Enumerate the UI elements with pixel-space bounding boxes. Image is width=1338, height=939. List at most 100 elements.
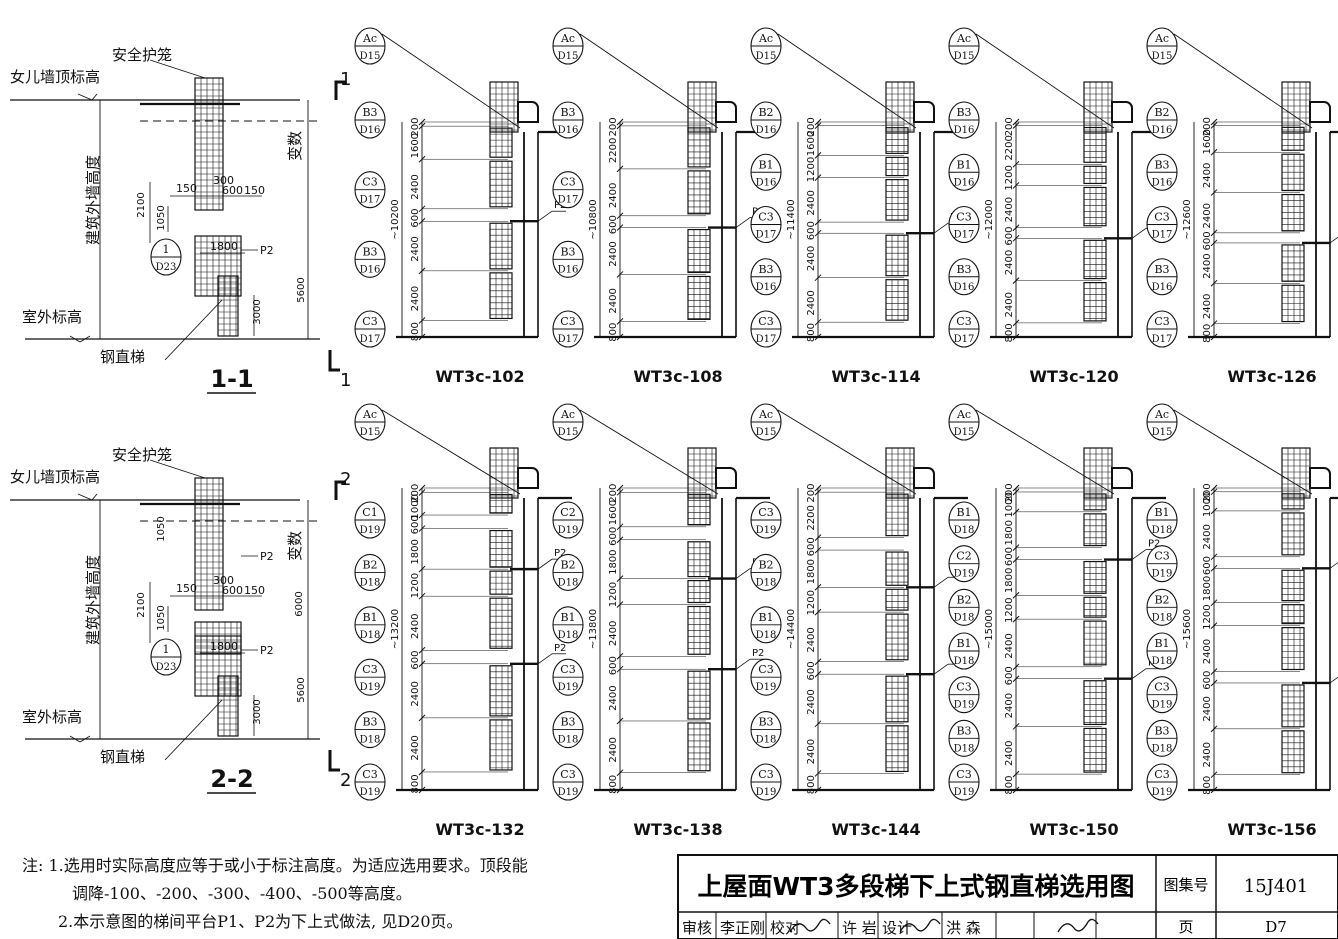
cage-outline	[687, 127, 711, 168]
cage-outline	[885, 127, 909, 154]
cage-outline	[1281, 604, 1305, 625]
variable-dimension-label: 变数	[286, 531, 304, 561]
dim-600: 600	[222, 584, 243, 597]
dim-2100: 2100	[136, 192, 147, 217]
cut-mark-label-top: 1	[340, 69, 351, 90]
segment-safety-cage	[1083, 727, 1107, 773]
callout-page-ref: D16	[360, 125, 381, 136]
cage-outline	[1281, 512, 1305, 556]
segment-dim-label: 200	[806, 117, 817, 136]
callout-page-ref: D23	[156, 662, 177, 673]
callout-page-ref: D15	[756, 427, 777, 438]
segment-safety-cage	[489, 272, 513, 320]
callout-detail-id: B1	[560, 611, 575, 624]
cage-outline	[687, 170, 711, 215]
ladder-elevation-wt3c-126: AcD15B2D16B3D16C3D17B3D16C3D17~126002001…	[1146, 27, 1338, 386]
callout-detail-id: Ac	[560, 32, 575, 45]
ladder-elevation-wt3c-120: AcD15B3D16B1D16C3D17B3D16C3D17~120002002…	[948, 27, 1166, 386]
callout-page-ref: D16	[360, 264, 381, 275]
callout-page-ref: D18	[1152, 656, 1173, 667]
platform-leader	[1329, 562, 1338, 569]
callout-page-ref: D19	[954, 787, 975, 798]
segment-dim-label: 2400	[410, 681, 421, 706]
dim-150: 150	[244, 584, 265, 597]
dim-150: 150	[176, 182, 197, 195]
ladder-title: WT3c-126	[1227, 367, 1316, 386]
callout-detail-id: C3	[1154, 681, 1169, 694]
total-height-label: ~13800	[588, 609, 599, 649]
elevation-mark	[69, 335, 81, 343]
segment-safety-cage	[885, 179, 909, 221]
signature-cell: 李正刚	[720, 919, 765, 937]
callout-page-ref: D18	[360, 735, 381, 746]
segment-dim-label: 200	[1004, 117, 1015, 136]
callout-page-ref: D19	[360, 682, 381, 693]
title-block-frame	[677, 854, 1338, 939]
segment-safety-cage	[1281, 684, 1305, 728]
upper-safety-cage	[194, 477, 224, 611]
top-safety-cage	[1083, 447, 1113, 499]
callout-detail-id: C2	[956, 550, 971, 563]
cage-leader	[149, 459, 206, 479]
callout-page-ref: D17	[360, 195, 381, 206]
top-safety-cage	[1281, 447, 1311, 499]
segment-dim-label: 600	[806, 537, 817, 556]
signature-cell: 校对	[770, 919, 800, 937]
cage-outline	[489, 570, 513, 595]
ladder-title: WT3c-138	[633, 820, 722, 839]
callout-page-ref: D15	[360, 427, 381, 438]
callout-detail-id: B3	[1154, 724, 1169, 737]
callout-page-ref: D18	[360, 630, 381, 641]
bottom-ladder	[217, 275, 239, 337]
segment-dim-label: 1000	[1004, 492, 1015, 517]
callout-detail-id: B2	[362, 558, 377, 571]
outdoor-elevation-label: 室外标高	[22, 308, 82, 326]
page-label: 页	[1178, 918, 1193, 936]
segment-safety-cage	[1083, 620, 1107, 666]
callout-detail-id: Ac	[956, 32, 971, 45]
cage-outline	[1083, 727, 1107, 773]
callout-page-ref: D19	[360, 787, 381, 798]
cage-outline	[1083, 186, 1107, 227]
atlas-label: 图集号	[1163, 876, 1208, 894]
segment-safety-cage	[1281, 569, 1305, 602]
segment-safety-cage	[1083, 596, 1107, 618]
segment-dim-label: 600	[1004, 226, 1015, 245]
segment-safety-cage	[1083, 560, 1107, 594]
total-height-label: ~12600	[1182, 199, 1193, 239]
parapet-coping	[1309, 467, 1331, 489]
dim-1050: 1050	[156, 605, 167, 630]
segment-dim-label: 2400	[1202, 203, 1213, 228]
segment-dim-label: 2200	[1004, 135, 1015, 160]
note-line-2: 调降-100、-200、-300、-400、-500等高度。	[72, 884, 412, 903]
callout-detail-id: C3	[560, 315, 575, 328]
callout-detail-id: Ac	[956, 408, 971, 421]
callout-page-ref: D18	[558, 630, 579, 641]
handwritten-signature	[789, 918, 831, 933]
callout-detail-id: B3	[956, 106, 971, 119]
leader-line	[579, 33, 719, 129]
cut-mark-label-bottom: 1	[340, 370, 351, 391]
title-block-title: 上屋面WT3多段梯下上式钢直梯选用图	[697, 872, 1134, 901]
segment-dim-label: 200	[1202, 117, 1213, 136]
segment-dim-label: 2400	[410, 236, 421, 261]
segment-dim-label: 2400	[806, 290, 817, 315]
elevation-mark	[77, 93, 93, 101]
callout-detail-id: B3	[560, 106, 575, 119]
